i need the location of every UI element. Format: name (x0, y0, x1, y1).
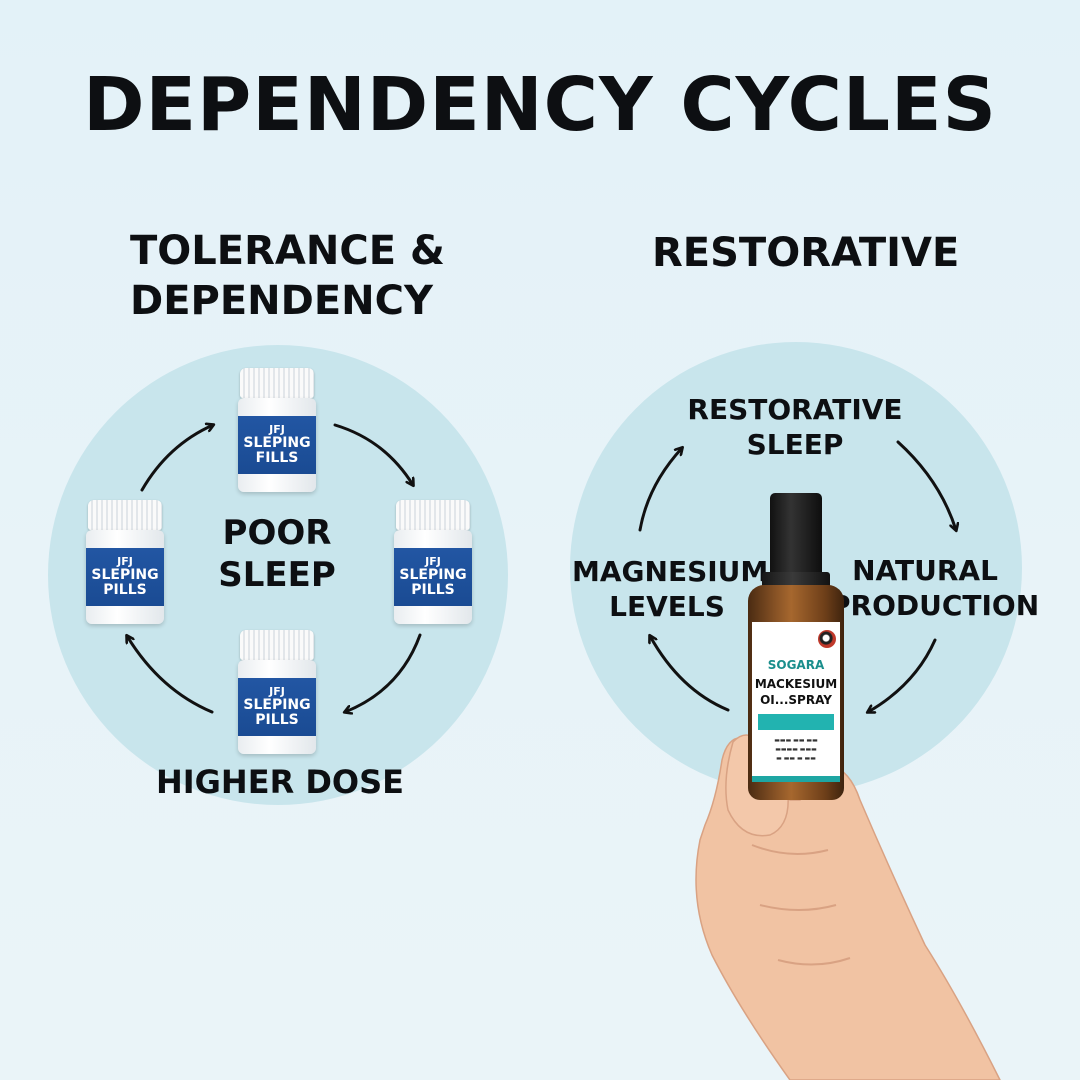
bottle-label: JFJ SLEPING FILLS (238, 416, 316, 474)
bottle-label: JFJ SLEPING PILLS (238, 678, 316, 736)
left-heading-line-1: TOLERANCE & (130, 228, 445, 274)
bottle-label-line-2: PILLS (103, 582, 147, 598)
poor-sleep-label: POOR SLEEP (197, 512, 357, 596)
right-cycle-heading: RESTORATIVE (652, 230, 960, 276)
bottle-body: JFJ SLEPING PILLS (394, 530, 472, 624)
bottle-label: JFJ SLEPING PILLS (394, 548, 472, 606)
arrow-bottom-to-left (127, 636, 214, 714)
pill-bottle-top: JFJ SLEPING FILLS (238, 368, 316, 492)
spray-fine-print: ▬▬▬ ▬▬ ▬▬▬▬▬▬ ▬▬▬▬ ▬▬ ▬ ▬▬ (774, 737, 818, 762)
magnesium-levels-line-1: MAGNESIUM (572, 555, 769, 588)
bottle-label-line-2: PILLS (255, 712, 299, 728)
bottle-mark: JFJ (425, 555, 441, 568)
pill-bottle-left: JFJ SLEPING PILLS (86, 500, 164, 624)
spray-brand: SOGARA (767, 658, 825, 672)
page-title: DEPENDENCY CYCLES (83, 62, 997, 148)
left-cycle-arrows (127, 423, 422, 714)
bottle-mark: JFJ (269, 423, 285, 436)
natural-production-line-2: PRODUCTION (830, 589, 1040, 622)
bottle-cap (396, 500, 470, 530)
left-heading-line-2: DEPENDENCY (130, 278, 433, 324)
bottle-label-line-2: FILLS (255, 450, 299, 466)
finger-crease (751, 844, 851, 966)
restorative-sleep-label: RESTORATIVE SLEEP (650, 392, 940, 462)
bottle-body: JFJ SLEPING PILLS (238, 660, 316, 754)
magnesium-levels-label: MAGNESIUM LEVELS (572, 554, 769, 624)
arrow-right-to-bottom (345, 633, 422, 712)
poor-sleep-line-1: POOR (222, 513, 332, 553)
right-cycle-arrows (638, 440, 956, 712)
spray-product-name-line-2: OI...SPRAY (760, 693, 832, 707)
magnesium-levels-line-2: LEVELS (609, 590, 725, 623)
spray-label: SOGARA MACKESIUM OI...SPRAY ▬▬▬ ▬▬ ▬▬▬▬▬… (752, 622, 840, 782)
bottle-label-line-1: SLEPING (243, 435, 311, 451)
spray-neck (762, 572, 830, 588)
spray-label-band (758, 714, 834, 730)
natural-production-line-1: NATURAL (852, 554, 998, 587)
bottle-body: JFJ SLEPING FILLS (238, 398, 316, 492)
left-cycle-heading: TOLERANCE & DEPENDENCY (130, 226, 445, 326)
natural-production-label: NATURAL PRODUCTION (830, 553, 1040, 623)
bottle-cap (240, 368, 314, 398)
bottle-cap (240, 630, 314, 660)
arrow-sleep-to-production (896, 440, 956, 530)
arrow-magnesium-to-sleep (638, 448, 682, 532)
bottle-label-line-1: SLEPING (243, 697, 311, 713)
pill-bottle-right: JFJ SLEPING PILLS (394, 500, 472, 624)
arrow-left-to-top (140, 425, 213, 492)
pill-bottle-bottom: JFJ SLEPING PILLS (238, 630, 316, 754)
bottle-cap (88, 500, 162, 530)
bottle-mark: JFJ (117, 555, 133, 568)
spray-cap (770, 493, 822, 575)
poor-sleep-line-2: SLEEP (218, 555, 336, 595)
bottle-label-line-2: PILLS (411, 582, 455, 598)
restorative-sleep-line-1: RESTORATIVE (687, 393, 903, 426)
spray-product-name-line-1: MACKESIUM (754, 677, 838, 691)
restorative-sleep-line-2: SLEEP (746, 428, 844, 461)
brand-logo-icon (818, 630, 836, 648)
bottle-label-line-1: SLEPING (399, 567, 467, 583)
arrow-production-to-bottle (868, 638, 937, 712)
higher-dose-label: HIGHER DOSE (155, 763, 405, 801)
arrow-top-to-right (333, 423, 413, 485)
spray-product-name: MACKESIUM OI...SPRAY (752, 676, 840, 708)
bottle-body: JFJ SLEPING PILLS (86, 530, 164, 624)
bottle-label: JFJ SLEPING PILLS (86, 548, 164, 606)
arrow-bottle-to-magnesium (650, 636, 730, 712)
bottle-label-line-1: SLEPING (91, 567, 159, 583)
bottle-mark: JFJ (269, 685, 285, 698)
